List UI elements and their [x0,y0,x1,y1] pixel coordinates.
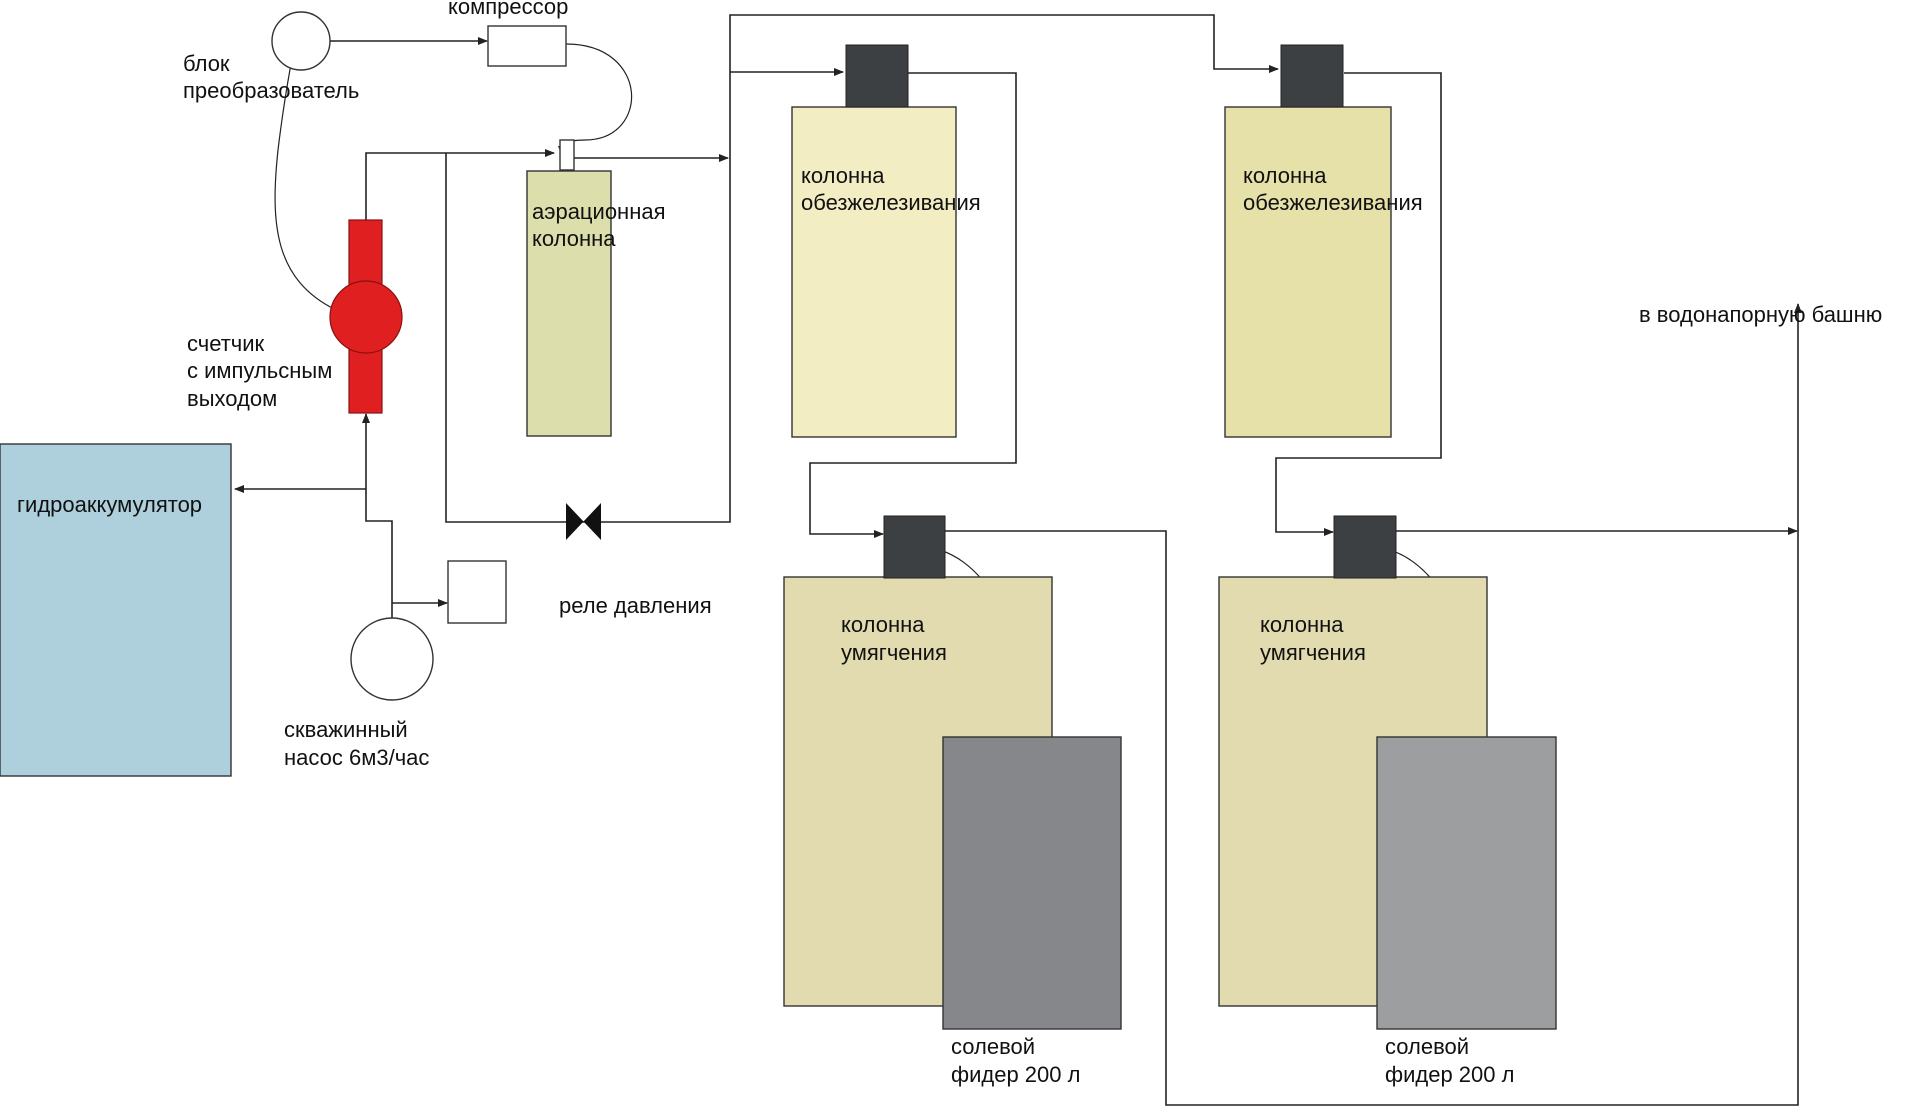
converter-unit [271,11,331,71]
control-valve-head-1 [845,44,909,108]
relay-label: реле давления [559,593,712,618]
aeration-column [526,170,612,437]
pressure-relay-valve [566,503,601,540]
pipe-deferr1-to-softener1 [809,72,1017,538]
brine1-label: солевой фидер 200 л [951,1034,1080,1087]
aeration-label: аэрационная колонна [532,199,672,251]
tower-label: в водонапорную башню [1639,302,1882,327]
meter-label: счетчик с импульсным выходом [187,331,338,411]
control-valve-head-2 [1280,44,1344,108]
hydro-accumulator [0,443,232,777]
deferr1-label: колонна обезжелезивания [801,163,981,215]
converter-label: блок преобразователь [183,51,359,103]
pipe-pump-to-meter [362,413,393,626]
softener2-label: колонна умягчения [1260,612,1366,665]
air-line-compressor-to-aeration [558,43,632,156]
compressor-label: компрессор [448,0,568,19]
small-square-box [447,560,507,624]
deferrization-column-1 [791,106,957,438]
deferrization-column-2 [1224,106,1392,438]
accumulator-label: гидроаккумулятор [17,492,202,517]
control-valve-head-4 [1333,515,1397,579]
aeration-inlet-fitting [559,139,575,171]
signal-line-meter-to-converter [274,57,337,311]
brine-feeder-1 [942,736,1122,1030]
deferr2-label: колонна обезжелезивания [1243,163,1423,215]
softener1-label: колонна умягчения [841,612,947,665]
brine-feeder-2 [1376,736,1557,1030]
well-pump [350,617,434,701]
pump-label: скважинный насос 6м3/час [284,717,429,770]
pipe-softener1-to-tower [945,303,1802,1106]
water-meter-dial [329,280,403,354]
pipe-bypass-loop [445,14,1279,523]
control-valve-head-3 [883,515,946,579]
pipe-deferr2-to-softener2 [1275,72,1442,536]
pipe-meter-to-aeration [365,149,555,220]
compressor-box [487,25,567,67]
brine2-label: солевой фидер 200 л [1385,1034,1514,1087]
